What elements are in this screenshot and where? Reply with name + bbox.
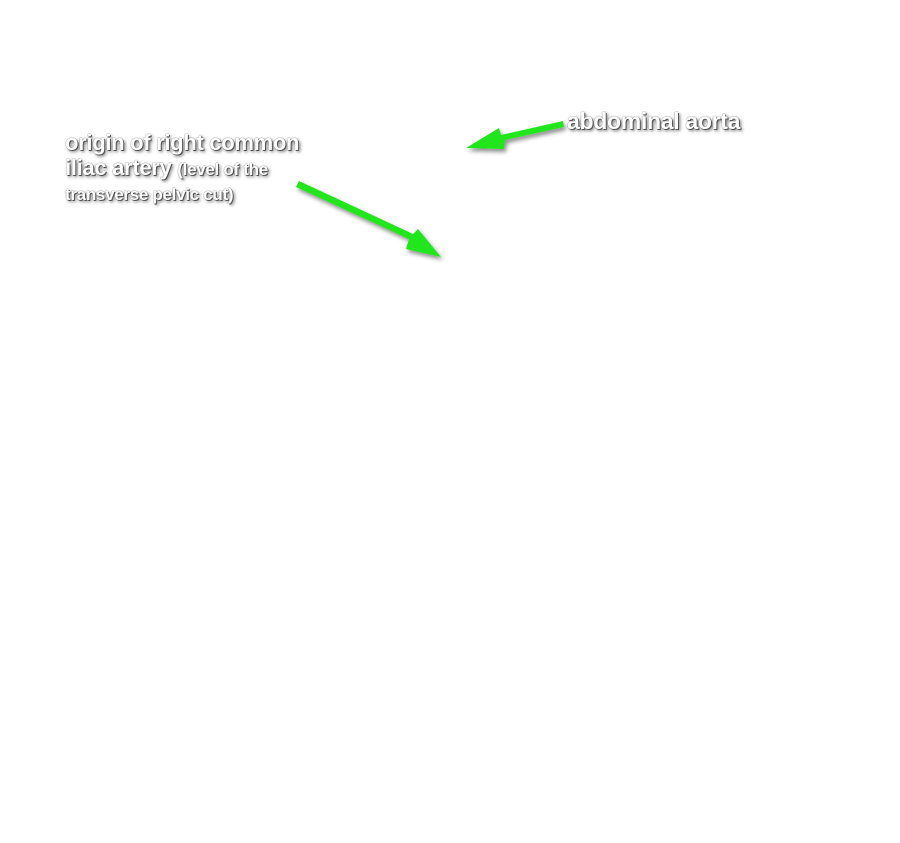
right-common-iliac-label: origin of right common iliac artery (lev…	[65, 130, 299, 207]
abdominal-aorta-text: abdominal aorta	[567, 108, 741, 134]
abdominal-aorta-label: abdominal aorta	[567, 107, 740, 135]
iliac-arrow	[296, 181, 441, 257]
aorta-arrow	[466, 121, 564, 149]
iliac-label-line-2: iliac artery (level of the	[65, 155, 299, 182]
iliac-label-line-1: origin of right common	[65, 130, 300, 155]
iliac-label-line-3: transverse pelvic cut)	[65, 185, 234, 204]
iliac-label-line-2-main: iliac artery	[65, 155, 172, 180]
iliac-label-line-2-sub: (level of the	[177, 160, 268, 179]
